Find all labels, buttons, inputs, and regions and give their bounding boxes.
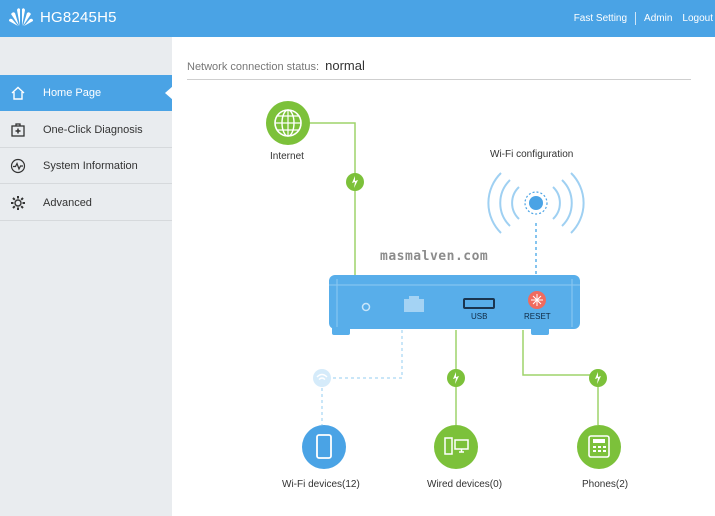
- sidebar-item-advanced[interactable]: Advanced: [0, 185, 172, 221]
- reset-button-label: RESET: [524, 312, 551, 321]
- phones-line: [522, 330, 599, 425]
- wifi-devices-icon[interactable]: [302, 425, 346, 469]
- router-device: [329, 275, 580, 335]
- status-value: normal: [325, 58, 365, 73]
- top-bar: HG8245H5 Fast Setting Admin Logout: [0, 0, 715, 37]
- wifi-signal-icon[interactable]: [487, 172, 585, 234]
- home-icon: [0, 85, 36, 101]
- status-label: Network connection status:: [187, 61, 320, 73]
- internet-globe-icon[interactable]: [266, 101, 310, 145]
- wifi-devices-label[interactable]: Wi-Fi devices(12): [282, 479, 360, 490]
- divider: [635, 12, 637, 25]
- heartbeat-icon: [0, 158, 36, 174]
- top-nav: Fast Setting Admin Logout: [574, 12, 715, 25]
- network-status: Network connection status: normal: [187, 58, 365, 73]
- sidebar-item-system-information[interactable]: System Information: [0, 148, 172, 184]
- brand: HG8245H5: [8, 6, 117, 28]
- wired-link-marker-icon: [447, 369, 465, 387]
- device-model: HG8245H5: [40, 8, 117, 26]
- phones-link-marker-icon: [589, 369, 607, 387]
- huawei-logo-icon: [9, 8, 33, 26]
- sidebar-item-label: System Information: [43, 159, 138, 172]
- wired-devices-icon[interactable]: [434, 425, 478, 469]
- fast-setting-link[interactable]: Fast Setting: [573, 13, 628, 24]
- usb-port-label: USB: [471, 312, 488, 321]
- wifi-devices-line: [321, 330, 403, 425]
- wifi-configuration-label[interactable]: Wi-Fi configuration: [490, 149, 574, 160]
- divider: [187, 79, 691, 80]
- main-panel: Network connection status: normal: [172, 37, 715, 516]
- wired-devices-label[interactable]: Wired devices(0): [427, 479, 503, 490]
- sidebar-item-one-click-diagnosis[interactable]: One-Click Diagnosis: [0, 112, 172, 148]
- internet-label: Internet: [270, 151, 304, 162]
- sidebar-item-home-page[interactable]: Home Page: [0, 75, 173, 111]
- sidebar-item-label: One-Click Diagnosis: [43, 123, 143, 136]
- topology-diagram: [266, 101, 621, 469]
- internet-link-marker-icon: [346, 173, 364, 191]
- admin-link[interactable]: Admin: [644, 13, 673, 24]
- sidebar: Home Page One-Click Diagnosis System Inf…: [0, 37, 173, 516]
- watermark-text: masmalven.com: [380, 249, 489, 264]
- first-aid-kit-icon: [0, 122, 36, 138]
- gear-icon: [0, 195, 36, 211]
- phones-icon[interactable]: [577, 425, 621, 469]
- sidebar-item-label: Advanced: [43, 196, 92, 209]
- internet-line: [310, 122, 356, 275]
- sidebar-item-label: Home Page: [43, 87, 102, 99]
- logout-link[interactable]: Logout: [682, 13, 713, 24]
- phones-label[interactable]: Phones(2): [582, 479, 629, 490]
- wifi-link-marker-icon: [313, 369, 331, 387]
